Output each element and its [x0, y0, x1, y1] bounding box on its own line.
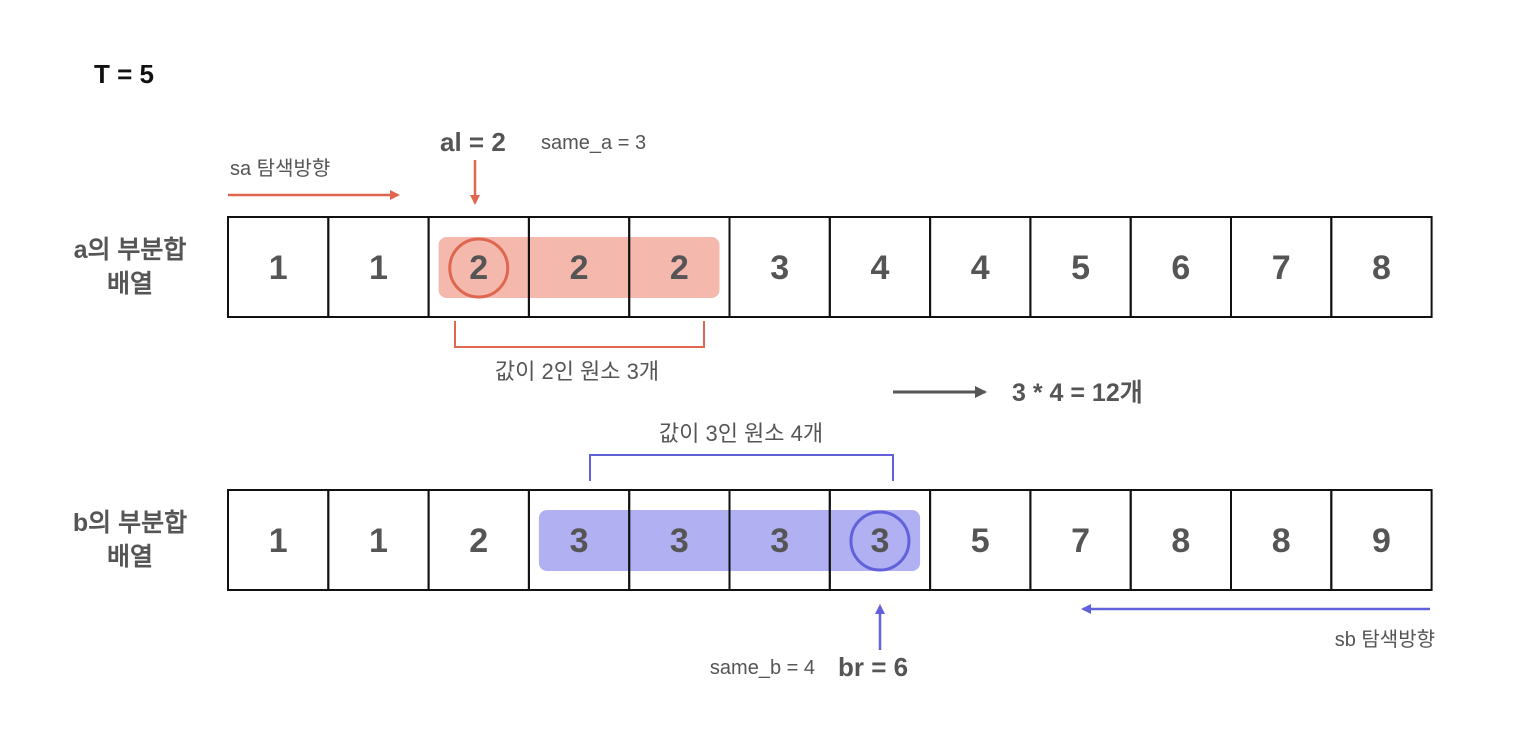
array-b-label-line1: b의 부분합 [73, 509, 187, 537]
array-a-pointer-circle [448, 237, 510, 299]
array-a-cell-value: 1 [369, 249, 388, 287]
array-b: 1 1 2 3 3 3 3 5 7 8 8 9 [227, 489, 1433, 591]
array-a-cell-value: 8 [1372, 249, 1391, 287]
array-a-cell-value: 2 [570, 249, 589, 287]
array-b-cell-value: 7 [1071, 522, 1090, 560]
array-b-cell-value: 3 [770, 522, 789, 560]
same-a-label: same_a = 3 [541, 132, 646, 154]
array-b-label-line2: 배열 [107, 543, 153, 571]
array-a-cell-value: 3 [770, 249, 789, 287]
al-label: al = 2 [440, 127, 506, 157]
array-a-label-line2: 배열 [107, 270, 153, 298]
array-b-cell-value: 3 [570, 522, 589, 560]
array-b-cell-value: 3 [670, 522, 689, 560]
array-b-cell-value: 2 [469, 522, 488, 560]
array-a-cell-value: 4 [870, 249, 889, 287]
sb-direction-label: sb 탐색방향 [1335, 628, 1435, 651]
array-a-cell-value: 7 [1272, 249, 1291, 287]
array-b-pointer-circle [849, 510, 911, 572]
sa-direction-label: sa 탐색방향 [230, 157, 330, 180]
array-a-cell-value: 6 [1171, 249, 1190, 287]
array-a: 1 1 2 2 2 3 4 4 5 6 7 8 [227, 216, 1433, 318]
array-a-cell-value: 2 [469, 249, 488, 287]
a-bracket [454, 321, 705, 348]
array-b-cell-value: 5 [971, 522, 990, 560]
array-b-cell-value: 8 [1272, 522, 1291, 560]
array-a-cell-value: 2 [670, 249, 689, 287]
array-a-cell-value: 4 [971, 249, 990, 287]
array-a-label-line1: a의 부분합 [74, 236, 187, 264]
array-a-cell [1330, 216, 1433, 318]
array-b-cell-value: 8 [1171, 522, 1190, 560]
array-a-highlight-band [438, 237, 720, 298]
array-b-cell-value: 9 [1372, 522, 1391, 560]
a-bracket-text: 값이 2인 원소 3개 [495, 359, 659, 384]
same-b-label: same_b = 4 [710, 657, 815, 679]
array-b-cell-value: 1 [369, 522, 388, 560]
array-a-cell-value: 5 [1071, 249, 1090, 287]
b-bracket-text: 값이 3인 원소 4개 [659, 421, 823, 446]
result-text: 3 * 4 = 12개 [1012, 379, 1143, 407]
array-b-cell [1330, 489, 1433, 591]
array-b-cell-value: 1 [269, 522, 288, 560]
b-bracket [589, 454, 894, 481]
array-a-cell-value: 1 [269, 249, 288, 287]
br-label: br = 6 [838, 652, 908, 682]
array-b-cell-value: 3 [870, 522, 889, 560]
t-label: T = 5 [94, 59, 154, 89]
